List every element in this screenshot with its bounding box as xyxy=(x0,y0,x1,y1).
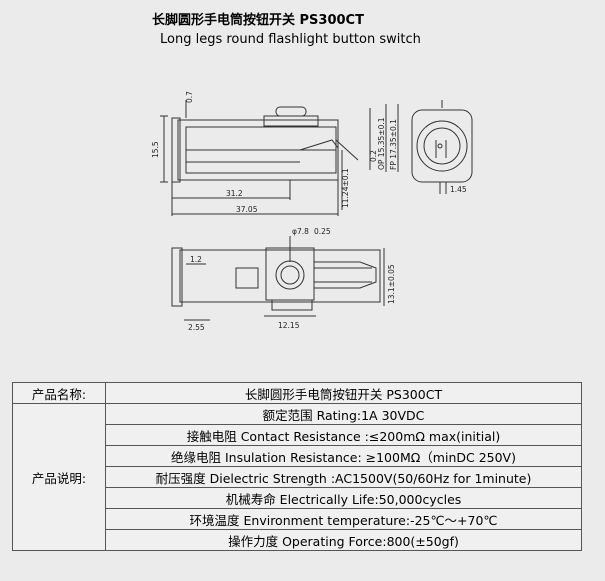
spec-insulation-resistance: 绝缘电阻 Insulation Resistance: ≥100MΩ（minDC… xyxy=(105,445,582,467)
dim-15-5: 15.5 xyxy=(151,141,160,158)
desc-label: 产品说明: xyxy=(12,403,106,551)
spec-row: 操作力度 Operating Force:800(±50gf) xyxy=(13,529,582,551)
spec-table: 产品名称: 长脚圆形手电筒按钮开关 PS300CT 产品说明: 额定范围 Rat… xyxy=(12,382,582,551)
dim-37-05: 37.05 xyxy=(236,205,258,214)
dim-fp: FP 17.35±0.1 xyxy=(389,119,398,170)
spec-environment-temperature: 环境温度 Environment temperature:-25℃～+70℃ xyxy=(105,508,582,530)
dim-12-15: 12.15 xyxy=(278,321,300,330)
dim-0-2: 0.2 xyxy=(369,150,378,162)
technical-drawing: 0.7 15.5 31.2 37.05 11.24±0.1 0.2 OP 15.… xyxy=(151,91,473,332)
spec-operating-force: 操作力度 Operating Force:800(±50gf) xyxy=(105,529,582,551)
name-label: 产品名称: xyxy=(12,382,106,404)
dim-1-45: 1.45 xyxy=(450,185,467,194)
dim-31-2: 31.2 xyxy=(226,189,243,198)
dim-11-24: 11.24±0.1 xyxy=(341,168,350,208)
end-view xyxy=(411,100,473,194)
side-view xyxy=(160,100,399,216)
spec-row: 产品说明: 额定范围 Rating:1A 30VDC xyxy=(12,403,582,551)
dim-phi-7-8: φ7.8 xyxy=(292,227,309,236)
dim-0-25: 0.25 xyxy=(314,227,331,236)
spec-rating: 额定范围 Rating:1A 30VDC xyxy=(105,403,582,425)
spec-contact-resistance: 接触电阻 Contact Resistance :≤200mΩ max(init… xyxy=(105,424,582,446)
spec-electrical-life: 机械寿命 Electrically Life:50,000cycles xyxy=(105,487,582,509)
dim-13-1: 13.1±0.05 xyxy=(387,264,396,304)
spec-row-name: 产品名称: 长脚圆形手电筒按钮开关 PS300CT xyxy=(12,382,582,404)
dim-1-2: 1.2 xyxy=(190,255,202,264)
top-view xyxy=(171,236,385,321)
dim-0-7: 0.7 xyxy=(185,91,194,103)
product-title-en: Long legs round flashlight button switch xyxy=(160,32,421,47)
spec-row: 绝缘电阻 Insulation Resistance: ≥100MΩ（minDC… xyxy=(13,445,582,467)
spec-dielectric-strength: 耐压强度 Dielectric Strength :AC1500V(50/60H… xyxy=(105,466,582,488)
dim-2-55: 2.55 xyxy=(188,323,205,332)
spec-row: 耐压强度 Dielectric Strength :AC1500V(50/60H… xyxy=(13,466,582,488)
product-title-cn: 长脚圆形手电筒按钮开关 PS300CT xyxy=(152,13,364,28)
dim-op: OP 15.35±0.1 xyxy=(377,117,386,170)
name-value: 长脚圆形手电筒按钮开关 PS300CT xyxy=(105,382,582,404)
